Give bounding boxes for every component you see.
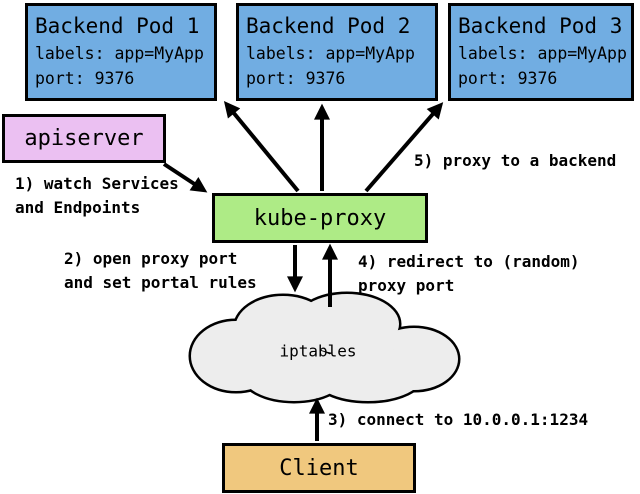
backend-pod-2-title: Backend Pod 2 bbox=[246, 14, 411, 38]
note-5-line-1: 5) proxy to a backend bbox=[414, 151, 617, 170]
note-5-proxy-to-backend: 5) proxy to a backend bbox=[414, 149, 616, 173]
apiserver-label: apiserver bbox=[24, 126, 144, 151]
note-1-line-2: and Endpoints bbox=[15, 198, 141, 217]
arrow-kubeproxy-to-pod1 bbox=[223, 101, 300, 193]
kube-proxy-label: kube-proxy bbox=[253, 205, 387, 231]
note-2-line-2: and set portal rules bbox=[64, 273, 257, 292]
backend-pod-3-port: port: 9376 bbox=[458, 69, 558, 88]
backend-pod-1-port: port: 9376 bbox=[35, 69, 135, 88]
note-4-redirect: 4) redirect to (random) proxy port bbox=[358, 250, 580, 298]
backend-pod-2-port: port: 9376 bbox=[246, 69, 346, 88]
backend-pod-3-labels: labels: app=MyApp bbox=[458, 44, 627, 63]
backend-pod-1-box: Backend Pod 1 labels: app=MyApp port: 93… bbox=[25, 3, 217, 101]
note-3-connect: 3) connect to 10.0.0.1:1234 bbox=[328, 408, 588, 432]
apiserver-box: apiserver bbox=[2, 114, 166, 163]
client-box: Client bbox=[222, 443, 416, 493]
backend-pod-2-box: Backend Pod 2 labels: app=MyApp port: 93… bbox=[236, 3, 438, 101]
backend-pod-1-title: Backend Pod 1 bbox=[35, 14, 200, 38]
arrow-kubeproxy-to-pod3 bbox=[364, 102, 444, 193]
kube-proxy-box: kube-proxy bbox=[212, 193, 428, 243]
backend-pod-3-box: Backend Pod 3 labels: app=MyApp port: 93… bbox=[448, 3, 634, 101]
note-1-line-1: 1) watch Services bbox=[15, 174, 179, 193]
note-4-line-2: proxy port bbox=[358, 276, 455, 295]
backend-pod-3-title: Backend Pod 3 bbox=[458, 14, 623, 38]
client-label: Client bbox=[279, 455, 359, 481]
backend-pod-2-labels: labels: app=MyApp bbox=[246, 44, 415, 63]
iptables-cloud-fill bbox=[191, 294, 458, 401]
arrow-apiserver-to-kubeproxy bbox=[162, 162, 208, 193]
backend-pod-1-labels: labels: app=MyApp bbox=[35, 44, 204, 63]
note-1-watch-services: 1) watch Services and Endpoints bbox=[15, 172, 179, 220]
note-2-open-proxy-port: 2) open proxy port and set portal rules bbox=[64, 247, 257, 295]
note-2-line-1: 2) open proxy port bbox=[64, 249, 238, 268]
note-3-line-1: 3) connect to 10.0.0.1:1234 bbox=[328, 410, 589, 429]
iptables-label: iptables bbox=[279, 341, 357, 361]
note-4-line-1: 4) redirect to (random) bbox=[358, 252, 580, 271]
